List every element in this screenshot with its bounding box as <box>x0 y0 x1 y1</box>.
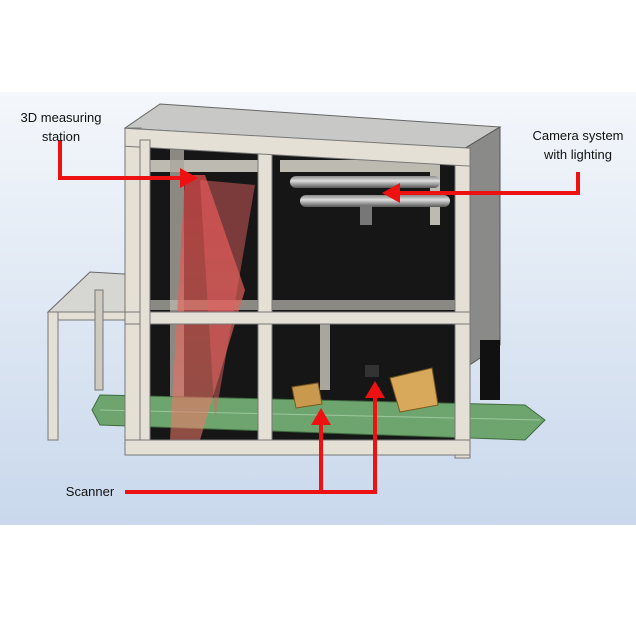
measuring-label-line1: 3D measuring <box>20 110 102 125</box>
measuring-arrow <box>58 140 185 180</box>
package-small <box>291 382 323 409</box>
front-frame <box>124 127 471 459</box>
camera-label-line2: with lighting <box>544 147 612 162</box>
camera-label-line1: Camera system <box>532 128 624 143</box>
light-tube <box>300 195 450 207</box>
scanner-label: Scanner <box>65 484 115 499</box>
measuring-label-line2: station <box>41 129 81 144</box>
scanner-arrow-2 <box>240 393 377 494</box>
light-tube <box>290 176 440 188</box>
arrows <box>58 140 580 494</box>
camera-arrow <box>395 172 580 195</box>
package-large <box>389 367 439 413</box>
scanner-device <box>365 365 379 377</box>
